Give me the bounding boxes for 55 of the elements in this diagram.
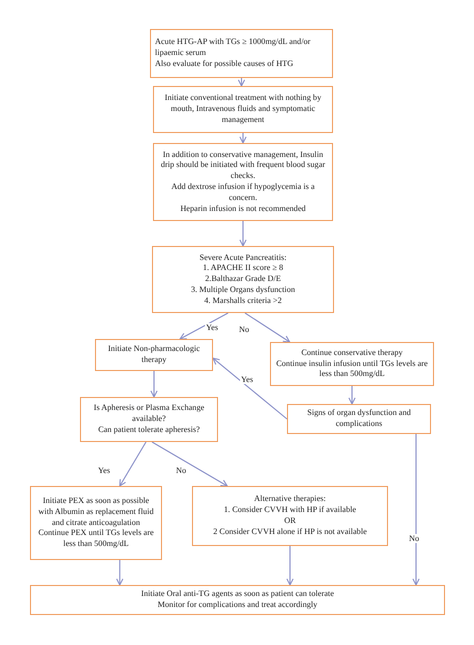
box-text: 4. Marshalls criteria >2 [203,296,283,306]
arrow [286,546,294,586]
box-text: Signs of organ dysfunction and complications [306,408,412,430]
box-text: Add dextrose infusion if hypoglycemia is a concern. [170,182,316,204]
process-box [152,246,334,313]
arrow [150,371,158,398]
process-box [95,339,213,371]
arrow [212,358,288,420]
arrow [239,133,247,144]
box-text: 1. Consider CVVH with HP if available [222,505,358,516]
box-text: Initiate conventional treatment with nothing by mouth, Intravenous fluids and symptomatic management [164,93,322,126]
box-text: Can patient tolerate apheresis? [97,424,201,436]
box-text: Severe Acute Pancreatitis: [198,252,288,264]
box-text: 2 Consider CVVH alone if HP is not available [212,526,368,538]
box-text: 1. APACHE II score ≥ 8 [202,263,284,274]
edge-label: No [238,325,250,334]
process-box [270,342,434,386]
arrow [348,386,356,405]
process-box [80,397,218,442]
process-box [287,404,431,434]
box-text: Initiate Non-pharmacologic therapy [107,344,201,366]
box-text: Acute HTG-AP with TGs ≥ 1000mg/dL and/or lipaemic serum [155,37,312,59]
edge-label: No [408,534,420,544]
arrow [412,434,420,586]
box-text: 2.Balthazar Grade D/E [204,274,282,285]
process-box [30,486,162,560]
box-text: Continue insulin infusion until TGs levels are less than 500mg/dL [275,358,429,380]
box-text: Heparin infusion is not recommended [179,204,307,214]
edge-label: Yes [205,323,220,332]
edge-label: Yes [97,466,112,476]
box-text: Is Apheresis or Plasma Exchange available? [92,403,206,425]
arrow [116,560,124,586]
process-box [153,86,333,133]
box-text: OR [283,516,297,527]
box-text: 3. Multiple Organs dysfunction [190,284,296,296]
box-text: Monitor for complications and treat accordingly [156,600,318,611]
process-box [192,486,388,546]
box-text: Initiate Oral anti-TG agents as soon as patient can tolerate [140,589,335,600]
edge-label: Yes [240,375,254,384]
box-text: Continue PEX until TGs levels are less than 500mg/dL [37,528,155,550]
arrow [152,442,228,487]
box-text: In addition to conservative management, Insulin drip should be initiated with frequent blood sugar checks. [160,150,326,182]
arrow [179,312,228,340]
process-box [153,143,333,221]
box-text: Also evaluate for possible causes of HTG [155,58,294,70]
process-box [150,29,333,78]
process-box [30,585,445,615]
arrow [119,442,146,487]
arrow [239,221,247,247]
arrow [244,312,290,343]
box-text: Initiate PEX as soon as possible with Albumin as replacement fluid and citrate anticoagulation [37,496,155,528]
arrow [238,78,246,87]
edge-label: No [175,466,188,476]
box-text: Continue conservative therapy [300,348,404,359]
box-text: Alternative therapies: [253,494,327,506]
